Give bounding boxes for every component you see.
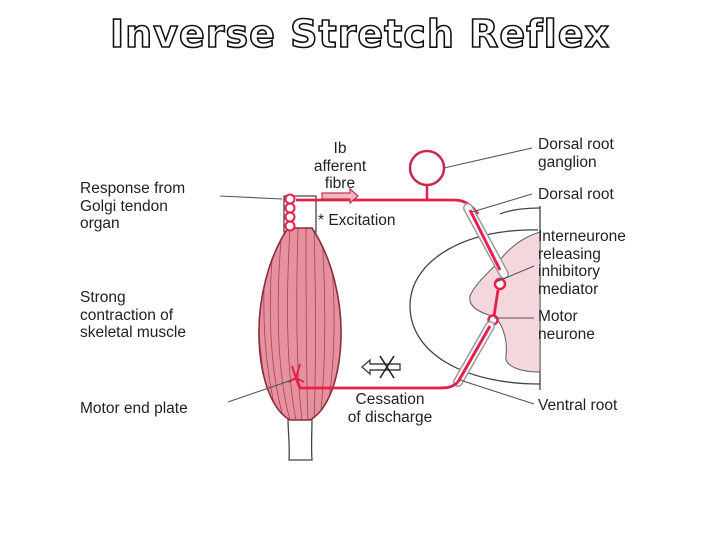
label-strong-contraction: Strong contraction of skeletal muscle — [80, 289, 186, 341]
label-motor-neurone: Motor neurone — [538, 308, 595, 343]
skeletal-muscle — [258, 227, 342, 421]
spinal-cord-upper-edge — [499, 207, 541, 215]
slide-title: Inverse Stretch Reflex — [109, 11, 610, 57]
cessation-cross-icon — [379, 355, 395, 379]
cessation-arrow — [360, 358, 401, 376]
label-ib-afferent: Ib afferent fibre — [313, 140, 367, 192]
leader-lines — [219, 147, 535, 405]
label-motor-end-plate: Motor end plate — [80, 400, 188, 417]
efferent-fibre — [294, 377, 459, 390]
excitation-arrow — [321, 187, 359, 205]
label-dorsal-root: Dorsal root — [538, 186, 614, 203]
golgi-tendon-organ — [284, 193, 296, 232]
ventral-root-fibre — [456, 325, 492, 383]
label-ventral-root: Ventral root — [538, 397, 618, 414]
label-dorsal-root-ganglion: Dorsal root ganglion — [538, 136, 614, 171]
label-cessation: Cessation of discharge — [347, 391, 433, 426]
label-interneurone: Interneurone releasing inhibitory mediat… — [538, 228, 626, 298]
lower-tendon — [287, 417, 313, 461]
interneurone-axon — [492, 289, 500, 317]
label-excitation: * Excitation — [318, 212, 396, 229]
label-response-gto: Response from Golgi tendon organ — [80, 180, 186, 232]
dorsal-root-fibre — [468, 209, 502, 271]
